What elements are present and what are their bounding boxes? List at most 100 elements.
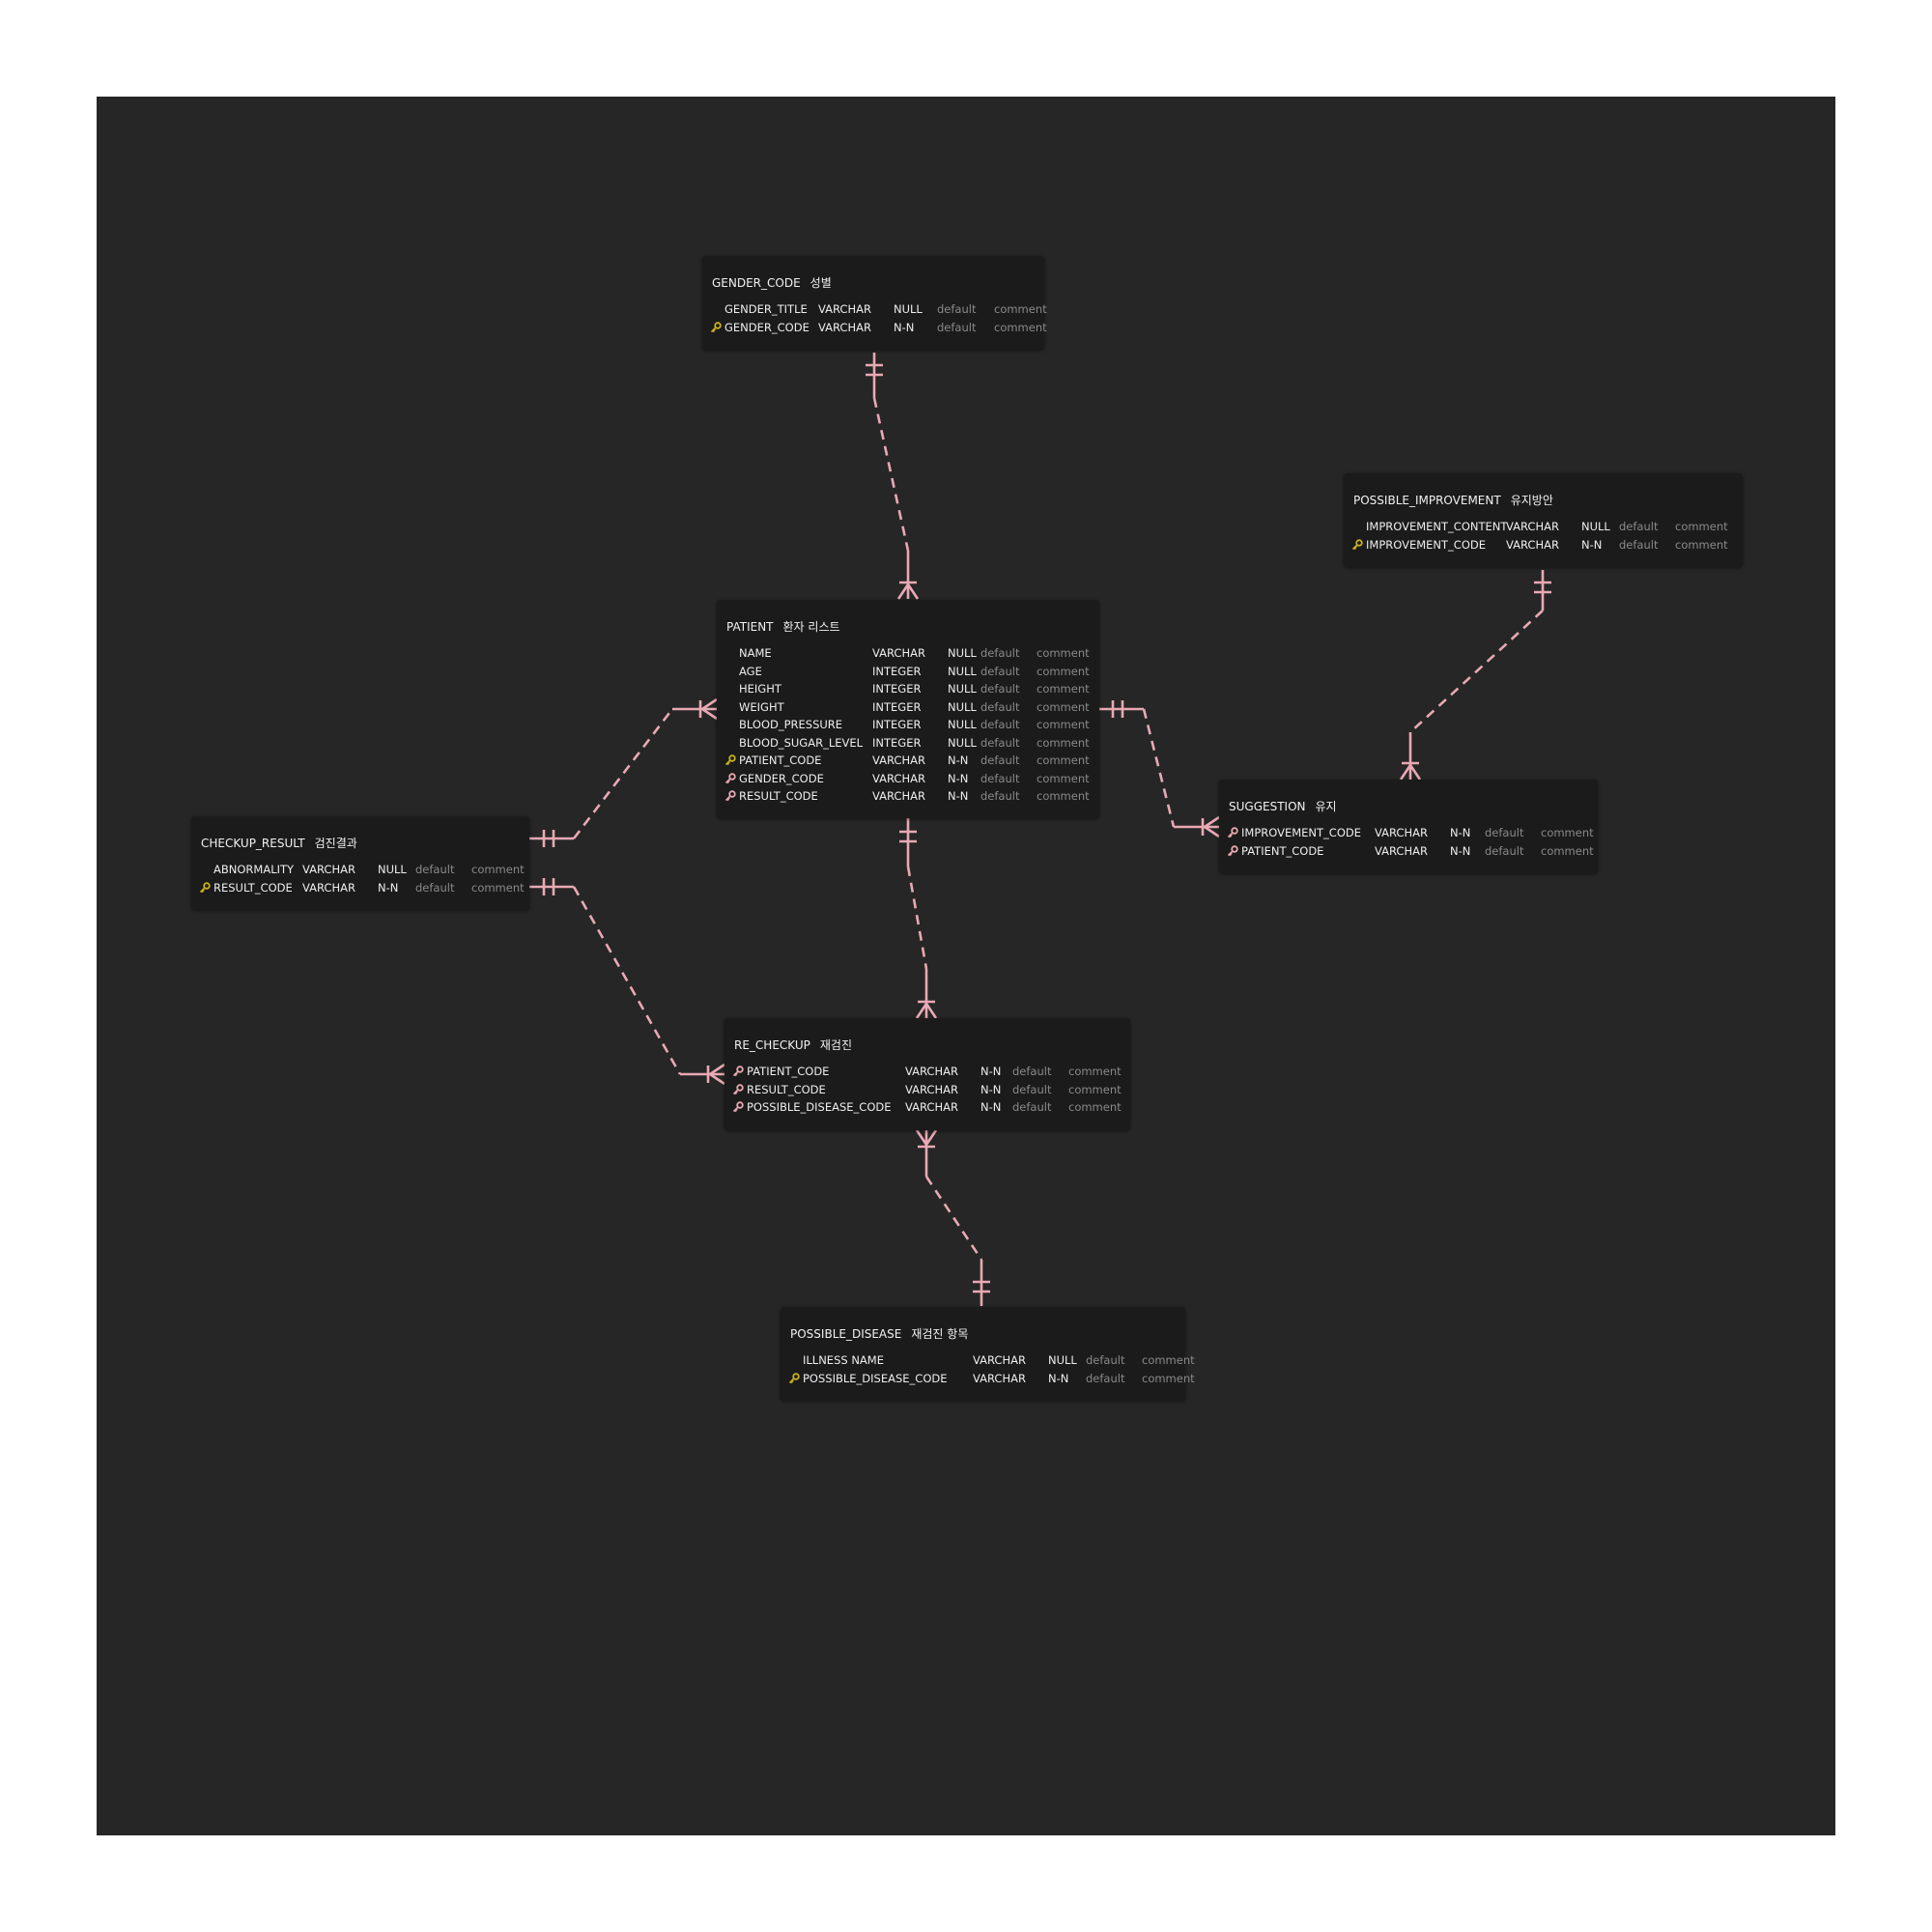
crows-foot-marker (698, 697, 718, 721)
relationship-possible-disease-to-re-checkup[interactable] (915, 1129, 990, 1306)
column-nullable: NULL (948, 735, 977, 750)
column-nullable: N-N (948, 771, 969, 785)
table-name: SUGGESTION (1229, 800, 1306, 813)
column-nullable: NULL (948, 682, 977, 696)
column-name: IMPROVEMENT_CODE (1366, 537, 1486, 552)
table-name: PATIENT (726, 620, 774, 634)
column-default: default (1086, 1353, 1125, 1367)
relationship-checkup-result-to-patient[interactable] (529, 697, 718, 847)
column-default: default (980, 735, 1020, 750)
foreign-key-icon (724, 771, 738, 786)
primary-key-icon (199, 880, 213, 895)
column-default: default (415, 863, 455, 876)
column-default: default (980, 789, 1020, 803)
column-comment: comment (1675, 537, 1728, 552)
one-only-one-marker (899, 830, 917, 843)
column-default: default (1086, 1371, 1125, 1385)
column-type: VARCHAR (872, 789, 925, 803)
erd-canvas[interactable] (97, 97, 1835, 1835)
column-default: default (980, 753, 1020, 767)
column-default: default (1485, 843, 1524, 858)
column-comment: comment (1037, 646, 1090, 660)
column-comment: comment (1037, 789, 1090, 803)
column-name: GENDER_CODE (739, 771, 824, 785)
relationship-gender-code-to-patient[interactable] (866, 353, 920, 600)
column-name: BLOOD_SUGAR_LEVEL (739, 735, 864, 750)
column-nullable: N-N (378, 880, 399, 895)
column-comment: comment (1541, 826, 1594, 839)
column-comment: comment (1068, 1065, 1122, 1078)
column-nullable: NULL (1581, 520, 1610, 533)
foreign-key-icon (1227, 825, 1240, 840)
column-comment: comment (1037, 682, 1090, 696)
relationship-patient-to-suggestion[interactable] (1099, 700, 1220, 838)
column-comment: comment (1675, 520, 1728, 533)
column-name: RESULT_CODE (739, 789, 818, 803)
column-nullable: NULL (948, 718, 977, 731)
column-comment: comment (994, 302, 1047, 316)
column-name: ABNORMALITY (213, 863, 295, 876)
no-key-spacer (788, 1352, 802, 1368)
column-nullable: NULL (894, 302, 923, 316)
table-name: POSSIBLE_DISEASE (790, 1327, 902, 1341)
column-name: PATIENT_CODE (739, 753, 822, 767)
column-name: PATIENT_CODE (1241, 843, 1324, 858)
column-name: GENDER_CODE (724, 320, 810, 334)
no-key-spacer (724, 735, 738, 751)
table-name: CHECKUP_RESULT (201, 837, 305, 850)
column-name: BLOOD_PRESSURE (739, 718, 843, 731)
column-default: default (1619, 537, 1659, 552)
column-type: INTEGER (872, 718, 922, 731)
column-name: RESULT_CODE (213, 880, 293, 895)
column-type: VARCHAR (905, 1065, 958, 1078)
column-comment: comment (1068, 1100, 1122, 1114)
foreign-key-icon (724, 788, 738, 804)
column-default: default (980, 682, 1020, 696)
crows-foot-marker (1201, 815, 1220, 838)
column-name: POSSIBLE_DISEASE_CODE (747, 1100, 892, 1114)
column-type: VARCHAR (872, 753, 925, 767)
relationship-checkup-result-to-re-checkup[interactable] (529, 878, 725, 1086)
crows-foot-marker (915, 1129, 938, 1149)
relationship-improvement-to-suggestion[interactable] (1399, 570, 1551, 781)
column-comment: comment (471, 863, 525, 876)
column-comment: comment (1037, 664, 1090, 678)
crows-foot-marker (915, 1000, 938, 1019)
crows-foot-marker (896, 581, 920, 600)
column-comment: comment (1541, 843, 1594, 858)
relationship-patient-to-re-checkup[interactable] (899, 818, 938, 1019)
column-nullable: N-N (1048, 1371, 1069, 1385)
